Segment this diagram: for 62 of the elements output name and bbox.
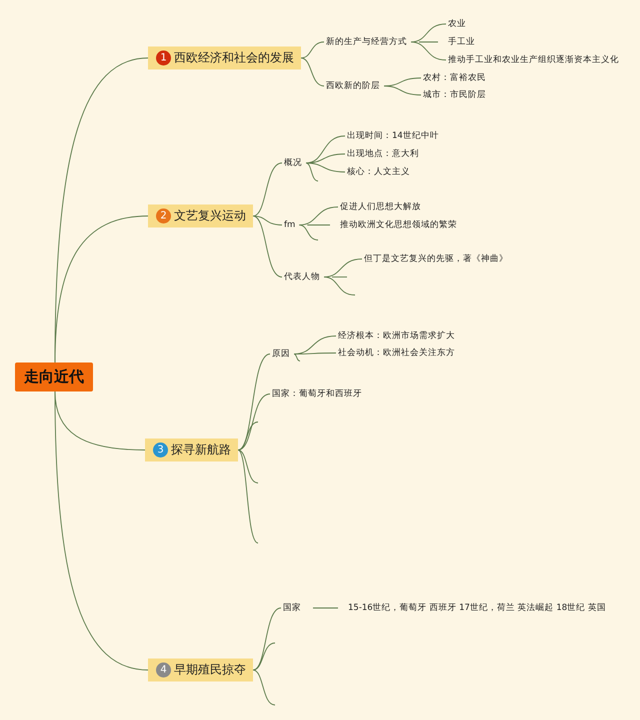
empty-branch-line <box>294 354 300 362</box>
branch-line <box>300 42 324 58</box>
empty-branch-line <box>238 450 258 544</box>
branch-line <box>324 258 362 278</box>
subtopic-text: 原因 <box>270 347 292 361</box>
number-badge: 2 <box>156 208 171 224</box>
branch-line <box>54 391 148 670</box>
main-topic-box <box>148 204 253 228</box>
subtopic-text: fm <box>282 219 298 231</box>
branch-line <box>238 394 270 450</box>
central-topic-box: 走向近代 <box>15 362 93 392</box>
branch-line <box>252 216 282 278</box>
subtopic-text: 农业 <box>446 17 468 31</box>
subtopic-text: 经济根本：欧洲市场需求扩大 <box>336 329 457 343</box>
branch-line <box>238 354 270 450</box>
branch-line <box>298 206 338 226</box>
branch-line <box>300 58 324 86</box>
empty-branch-line <box>298 224 318 240</box>
topic-label: 文艺复兴运动 <box>174 208 246 224</box>
subtopic-text: 农村：富裕农民 <box>421 71 488 85</box>
topic-label: 早期殖民掠夺 <box>174 662 246 678</box>
subtopic-text: 西欧新的阶层 <box>324 79 382 93</box>
subtopic-text: 核心：人文主义 <box>345 165 412 179</box>
subtopic-text: 但丁是文艺复兴的先驱，著《神曲》 <box>362 252 510 266</box>
topic-label: 探寻新航路 <box>171 442 231 458</box>
empty-branch-line <box>238 450 258 484</box>
subtopic-text: 概况 <box>282 156 304 170</box>
topic-label: 西欧经济和社会的发展 <box>174 50 294 66</box>
branch-line <box>54 216 148 363</box>
subtopic-text: 推动欧洲文化思想领域的繁荣 <box>338 218 459 232</box>
empty-branch-line <box>252 642 276 670</box>
main-topic-box <box>148 46 301 70</box>
subtopic-text: 推动手工业和农业生产组织逐渐资本主义化 <box>446 53 621 67</box>
subtopic-text: 国家 <box>281 601 303 615</box>
subtopic-text: 代表人物 <box>282 270 322 284</box>
subtopic-text: 出现时间：14世纪中叶 <box>345 129 441 143</box>
branch-line <box>252 162 282 216</box>
subtopic-text: 手工业 <box>446 35 477 49</box>
subtopic-text: 新的生产与经营方式 <box>324 35 409 49</box>
subtopic-text: 社会动机：欧洲社会关注东方 <box>336 346 457 360</box>
main-topic-box <box>145 438 238 462</box>
branch-line <box>252 216 282 226</box>
main-topic-box <box>148 658 253 682</box>
branch-line <box>252 608 282 670</box>
subtopic-text: 国家：葡萄牙和西班牙 <box>270 387 364 401</box>
branch-line <box>410 42 446 60</box>
empty-branch-line <box>324 276 356 296</box>
number-badge: 1 <box>156 50 171 66</box>
branch-line <box>384 86 422 96</box>
empty-branch-line <box>252 670 276 706</box>
branch-line <box>306 224 330 226</box>
branch-line <box>294 352 336 354</box>
subtopic-text: 城市：市民阶层 <box>421 88 488 102</box>
number-badge: 3 <box>153 442 168 458</box>
branch-line <box>306 162 346 172</box>
subtopic-text: 促进人们思想大解放 <box>338 200 423 214</box>
empty-branch-line <box>306 162 318 182</box>
number-badge: 4 <box>156 662 171 678</box>
subtopic-text: 15-16世纪，葡萄牙 西班牙 17世纪，荷兰 英法崛起 18世纪 英国 <box>346 601 608 615</box>
empty-branch-line <box>332 276 348 278</box>
empty-branch-line <box>238 422 258 450</box>
subtopic-text: 出现地点：意大利 <box>345 147 421 161</box>
